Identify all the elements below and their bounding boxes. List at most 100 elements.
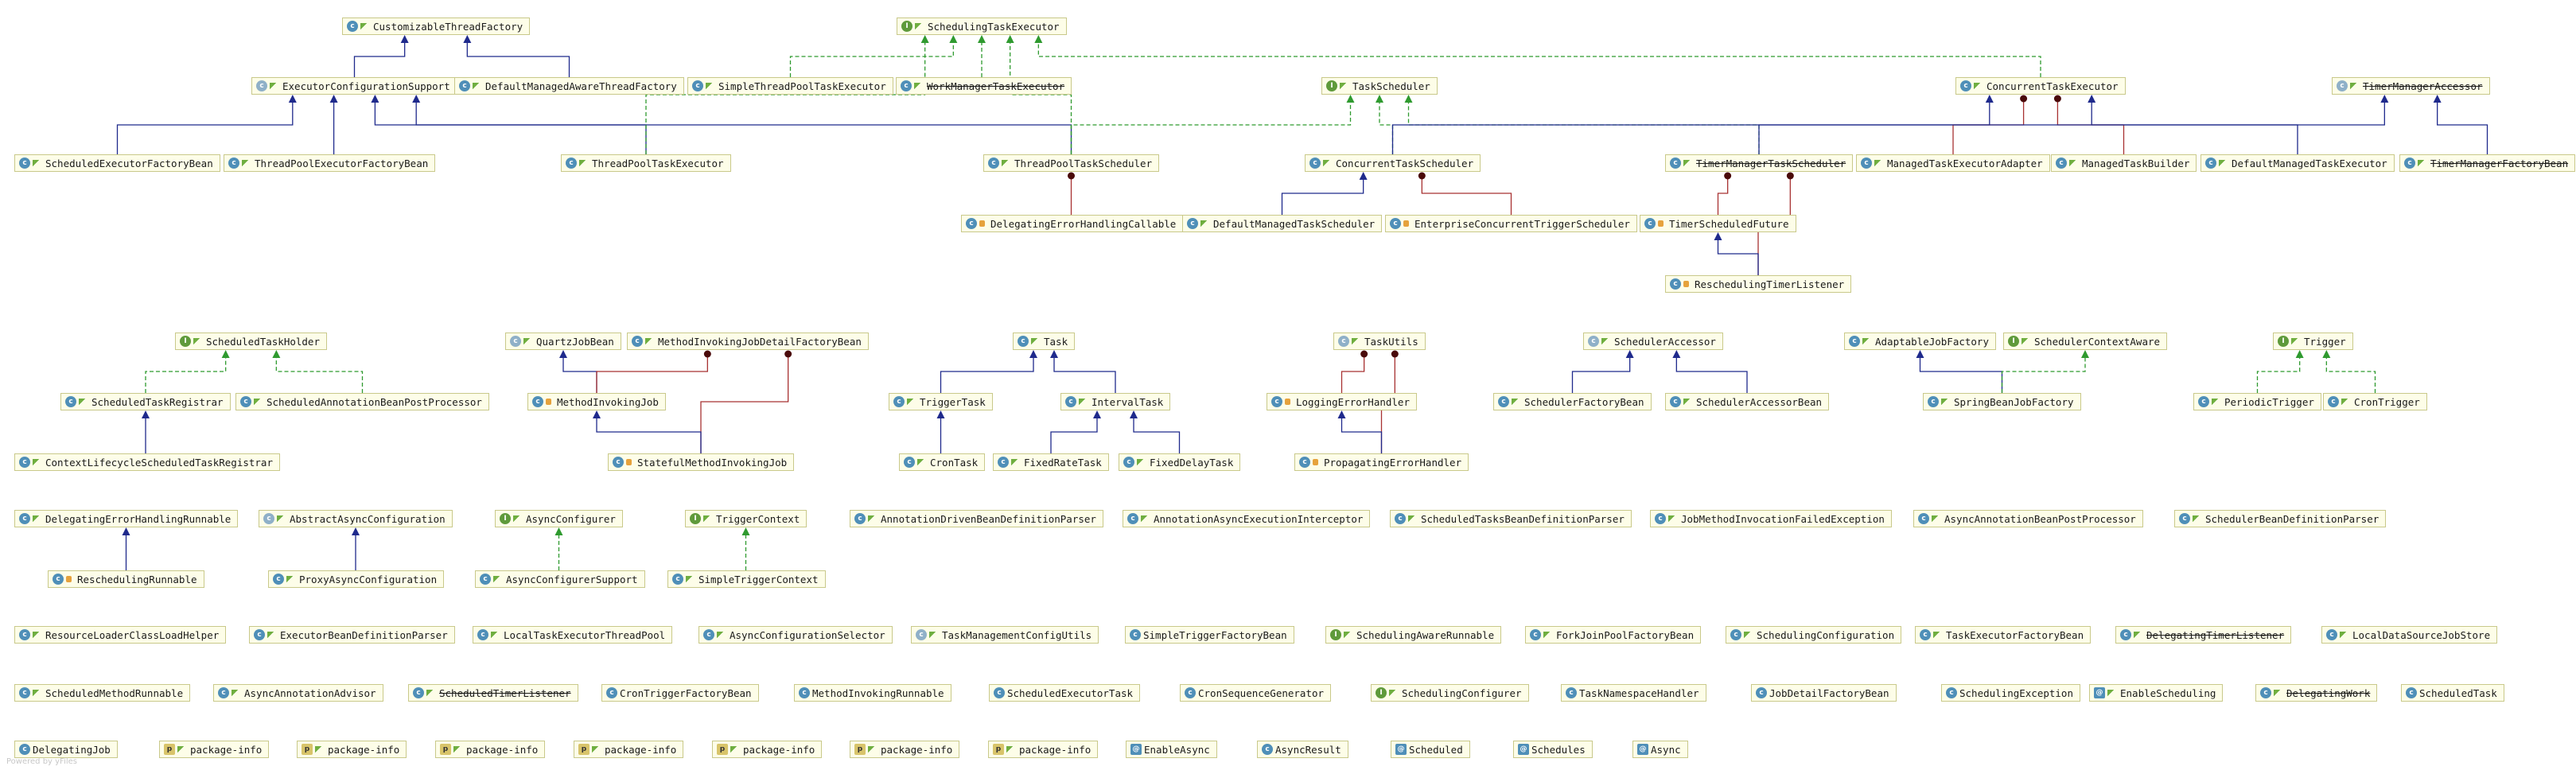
class-node[interactable]: @EnableAsync [1126, 741, 1217, 758]
class-node[interactable]: @Schedules [1513, 741, 1593, 758]
class-node[interactable]: @Async [1632, 741, 1688, 758]
class-node[interactable]: @EnableScheduling [2089, 684, 2224, 702]
class-node[interactable]: @Scheduled [1391, 741, 1470, 758]
